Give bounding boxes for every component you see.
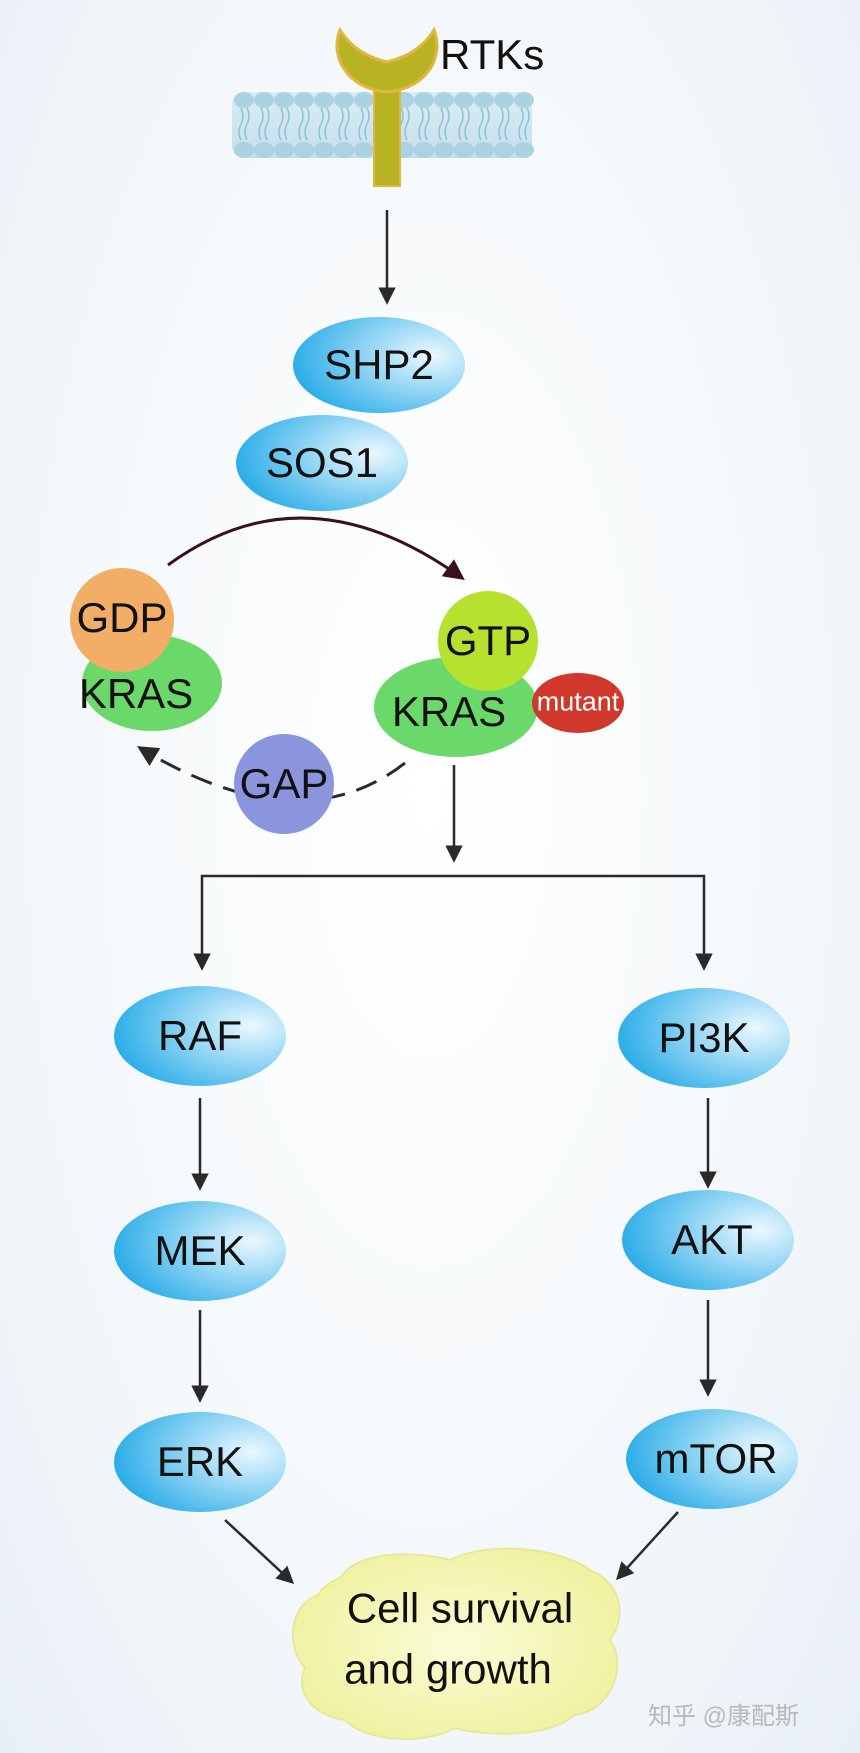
sos1-node [236, 415, 408, 511]
branch-connector [193, 765, 713, 971]
lipid-tail [338, 107, 350, 141]
lipid-tail [258, 107, 270, 141]
lipid-tail [498, 107, 510, 141]
gdp-node [70, 568, 174, 672]
lipid-head [434, 92, 454, 108]
lipid-head [254, 142, 274, 158]
lipid-head [294, 142, 314, 158]
gtp-label: GTP [444, 617, 532, 664]
outcome-label-line1: Cell survival [346, 1584, 574, 1632]
lipid-head [514, 142, 534, 158]
lipid-head [494, 142, 514, 158]
lipid-head [494, 92, 514, 108]
watermark: 知乎 @康配斯 [648, 1703, 800, 1730]
lipid-tail [458, 107, 470, 141]
kras-gdp-label: KRAS [78, 670, 194, 717]
shp2-label: SHP2 [324, 341, 434, 388]
akt-node [622, 1190, 794, 1290]
arrow-mtor-to-outcome [616, 1511, 679, 1581]
lipid-head [274, 92, 294, 108]
lipid-head [454, 92, 474, 108]
kras-gtp-label: KRAS [391, 688, 507, 735]
mek-label: MEK [154, 1227, 246, 1274]
lipid-head [354, 92, 374, 108]
mek-node [114, 1201, 286, 1301]
lipid-head [274, 142, 294, 158]
erk-node [114, 1412, 286, 1512]
arrow-erk-to-outcome [224, 1519, 295, 1584]
lipid-head [314, 92, 334, 108]
rtks-label: RTKs [440, 31, 545, 78]
sos1-label: SOS1 [265, 439, 379, 486]
mtor-node [626, 1409, 798, 1509]
lipid-head [314, 142, 334, 158]
arrow-sos1-activation [167, 516, 465, 581]
lipid-tail [478, 107, 490, 141]
gtp-node [438, 591, 538, 691]
pi3k-node [618, 988, 790, 1088]
mutant-badge [532, 673, 624, 733]
gap-label: GAP [239, 760, 329, 807]
raf-label: RAF [158, 1012, 242, 1059]
lipid-tail [518, 107, 530, 141]
lipid-head [474, 142, 494, 158]
lipid-head [354, 142, 374, 158]
erk-label: ERK [156, 1438, 244, 1485]
pi3k-label: PI3K [658, 1014, 750, 1061]
lipid-head [414, 92, 434, 108]
lipid-tail [238, 107, 250, 141]
outcome-cloud [292, 1547, 621, 1740]
lipid-head [234, 92, 254, 108]
lipid-head [414, 142, 434, 158]
gap-node [234, 734, 334, 834]
mtor-label: mTOR [654, 1435, 778, 1482]
lipid-tail [438, 107, 450, 141]
mutant-label: mutant [536, 686, 620, 717]
lipid-head [514, 92, 534, 108]
raf-node [114, 986, 286, 1086]
lipid-head [334, 142, 354, 158]
lipid-tail [278, 107, 290, 141]
shp2-node [293, 317, 465, 413]
lipid-head [474, 92, 494, 108]
lipid-head [294, 92, 314, 108]
gdp-label: GDP [76, 594, 168, 641]
lipid-tail [418, 107, 430, 141]
akt-label: AKT [671, 1216, 753, 1263]
lipid-head [334, 92, 354, 108]
outcome-label-line2: and growth [344, 1645, 552, 1693]
lipid-head [434, 142, 454, 158]
lipid-tail [298, 107, 310, 141]
lipid-tail [358, 107, 370, 141]
lipid-head [234, 142, 254, 158]
lipid-head [454, 142, 474, 158]
lipid-head [254, 92, 274, 108]
rtk-receptor [335, 26, 439, 187]
lipid-tail [318, 107, 330, 141]
